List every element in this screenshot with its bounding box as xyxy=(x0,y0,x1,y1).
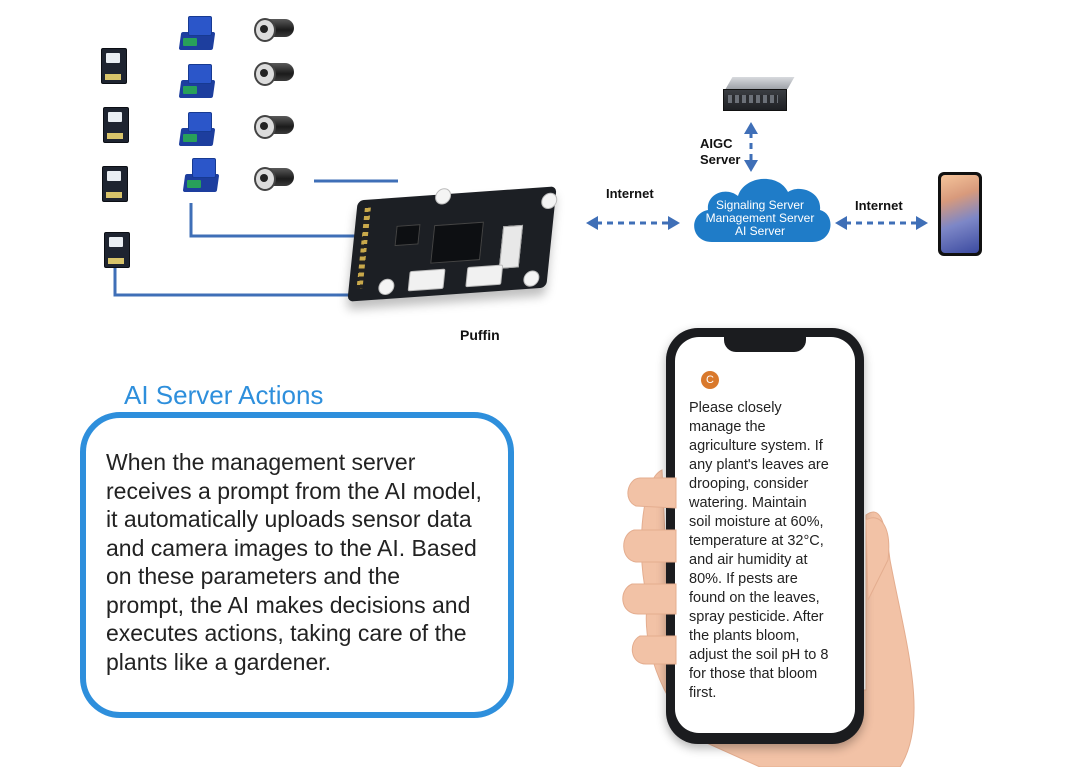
arrow-head xyxy=(916,216,928,230)
arrow-head xyxy=(586,216,598,230)
actions-box xyxy=(80,412,514,718)
camera-icon xyxy=(254,114,294,139)
internet-label-left: Internet xyxy=(606,186,654,201)
arrow-head xyxy=(744,160,758,172)
cloud-label-line2: Management Server xyxy=(705,211,815,225)
phone-mockup: C Please closely manage the agriculture … xyxy=(666,328,864,744)
sensor-module-icon xyxy=(101,48,127,84)
relay-module-icon xyxy=(178,16,216,50)
puffin-board xyxy=(347,186,559,302)
arrow-head xyxy=(835,216,847,230)
relay-module-icon xyxy=(182,158,220,192)
cloud-icon xyxy=(694,178,831,242)
sensor-module-icon xyxy=(102,166,128,202)
board-label: Puffin xyxy=(460,327,500,343)
sensor-module-icon xyxy=(103,107,129,143)
camera-icon xyxy=(254,61,294,86)
aigc-label-line2: Server xyxy=(700,152,741,167)
relay-module-icon xyxy=(178,64,216,98)
phone-screen: C Please closely manage the agriculture … xyxy=(675,337,855,733)
internet-label-right: Internet xyxy=(855,198,903,213)
user-avatar: C xyxy=(701,371,719,389)
actions-title: AI Server Actions xyxy=(124,380,324,410)
actions-body: When the management server receives a pr… xyxy=(106,449,482,675)
cloud-label: Signaling Server Management Server AI Se… xyxy=(690,199,830,238)
cloud-label-line1: Signaling Server xyxy=(715,198,805,212)
cloud-label-line3: AI Server xyxy=(734,224,785,238)
prompt-message: Please closely manage the agriculture sy… xyxy=(689,400,829,701)
arrow-head xyxy=(744,122,758,134)
arrow-head xyxy=(668,216,680,230)
sensor-to-board-line xyxy=(113,266,382,297)
relay-module-icon xyxy=(178,112,216,146)
sensor-module-icon xyxy=(104,232,130,268)
aigc-label-line1: AIGC xyxy=(700,136,733,151)
smartphone-icon xyxy=(938,172,982,256)
relay-to-board-line xyxy=(189,203,360,238)
server-icon xyxy=(723,77,795,111)
phone-notch xyxy=(724,336,806,352)
camera-icon xyxy=(254,166,294,191)
camera-icon xyxy=(254,17,294,42)
